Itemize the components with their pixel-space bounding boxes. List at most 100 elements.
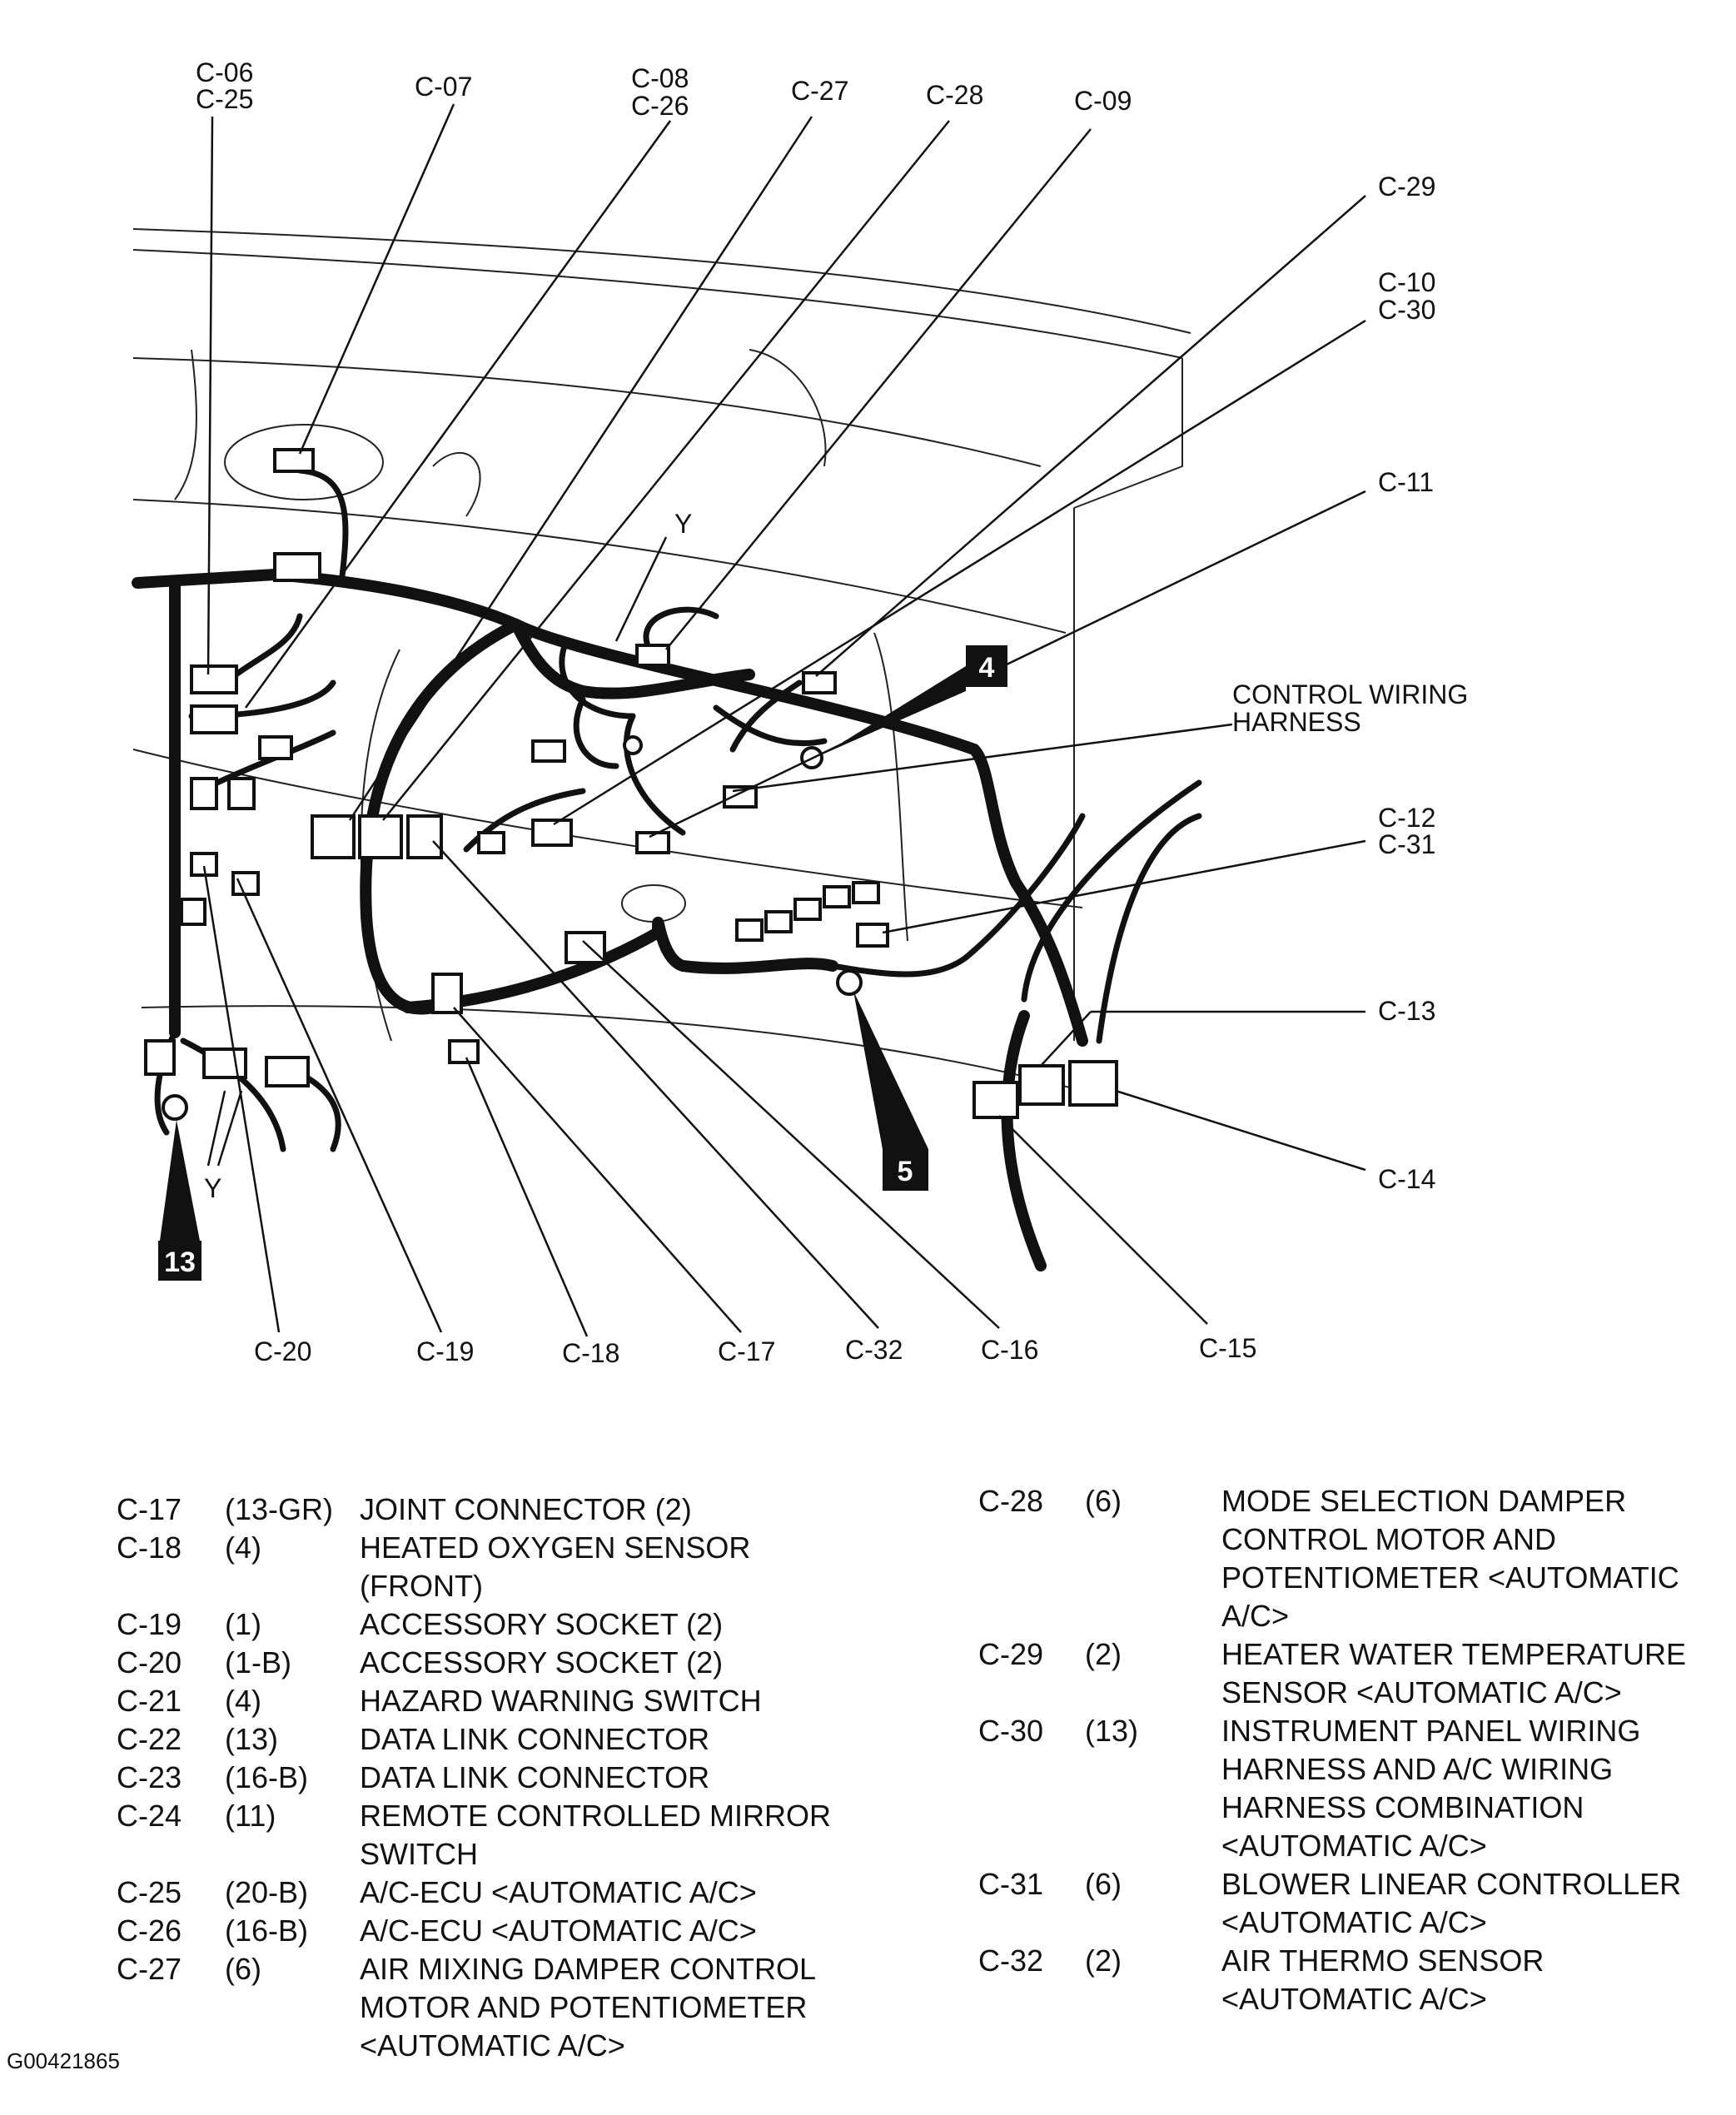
connector-description: HEATER WATER TEMPERATURE SENSOR <AUTOMAT… xyxy=(1221,1637,1687,1709)
legend-row: C-19 (1) ACCESSORY SOCKET (2) xyxy=(117,1605,883,1644)
connectors xyxy=(144,448,1118,1121)
label-c12: C-12 xyxy=(1378,803,1435,833)
pointer-4 xyxy=(824,666,966,754)
connector-description: AIR THERMO SENSOR <AUTOMATIC A/C> xyxy=(1221,1943,1544,2016)
pin-count: (1) xyxy=(225,1607,261,1641)
figure-id: G00421865 xyxy=(7,2048,120,2073)
label-c32: C-32 xyxy=(845,1335,903,1365)
legend-row: C-18 (4) HEATED OXYGEN SENSOR (FRONT) xyxy=(117,1529,883,1605)
legend-row: C-29 (2) HEATER WATER TEMPERATURE SENSOR <… xyxy=(978,1635,1719,1712)
label-c13: C-13 xyxy=(1378,996,1435,1026)
label-c18: C-18 xyxy=(562,1338,619,1368)
connector-description: HAZARD WARNING SWITCH xyxy=(360,1684,762,1718)
label-c15: C-15 xyxy=(1199,1333,1256,1363)
connector-code: C-21 xyxy=(117,1684,182,1718)
tag-13: 13 xyxy=(164,1247,196,1278)
pin-count: (16-B) xyxy=(225,1760,309,1794)
legend-row: C-31 (6) BLOWER LINEAR CONTROLLER <AUTOMAT… xyxy=(978,1865,1719,1942)
pin-count: (4) xyxy=(225,1530,261,1565)
connector-description: DATA LINK CONNECTOR xyxy=(360,1760,710,1794)
connector-description: INSTRUMENT PANEL WIRING HARNESS AND A/C … xyxy=(1221,1714,1641,1863)
harness-diagram: 4 5 13 C-06 C-25 C-07 C-08 C-26 C-27 C-2… xyxy=(132,57,1468,1368)
legend-row: C-30 (13) INSTRUMENT PANEL WIRING HARNESS … xyxy=(978,1712,1719,1865)
connector-code: C-23 xyxy=(117,1760,182,1794)
pointer-13 xyxy=(160,1120,200,1241)
label-c16: C-16 xyxy=(981,1335,1038,1365)
tag-13-box xyxy=(158,1241,201,1281)
connector-description: ACCESSORY SOCKET (2) xyxy=(360,1645,724,1680)
label-c08: C-08 xyxy=(631,63,689,93)
connector-code: C-17 xyxy=(117,1492,182,1526)
label-c25: C-25 xyxy=(196,84,253,114)
connector-description: REMOTE CONTROLLED MIRROR SWITCH xyxy=(360,1799,832,1871)
label-c29: C-29 xyxy=(1378,172,1435,202)
connector-code: C-31 xyxy=(978,1867,1044,1901)
label-c27: C-27 xyxy=(791,76,848,106)
connector-code: C-20 xyxy=(117,1645,182,1680)
connector-code: C-30 xyxy=(978,1714,1044,1748)
legend-row: C-26(16-B)A/C-ECU <AUTOMATIC A/C> xyxy=(117,1912,883,1950)
label-c09: C-09 xyxy=(1074,86,1132,116)
connector-description: ACCESSORY SOCKET (2) xyxy=(360,1607,724,1641)
legend-row: C-27(6)AIR MIXING DAMPER CONTROL MOTOR A… xyxy=(117,1950,883,2065)
label-y-top: Y xyxy=(674,509,692,539)
label-control-harness-1: CONTROL WIRING xyxy=(1232,679,1468,709)
pin-count: (13) xyxy=(225,1722,279,1756)
label-c20: C-20 xyxy=(254,1336,311,1366)
label-c31: C-31 xyxy=(1378,829,1435,859)
pin-count: (16-B) xyxy=(225,1913,309,1948)
connector-code: C-24 xyxy=(117,1799,182,1833)
pin-count: (6) xyxy=(225,1952,261,1986)
pin-count: (20-B) xyxy=(225,1875,309,1909)
legend-row: C-20 (1-B) ACCESSORY SOCKET (2) xyxy=(117,1644,883,1682)
legend-row: C-24(11)REMOTE CONTROLLED MIRROR SWITCH xyxy=(117,1797,883,1874)
connector-description: AIR MIXING DAMPER CONTROL MOTOR AND POTE… xyxy=(360,1952,817,2063)
connector-code: C-22 xyxy=(117,1722,182,1756)
connector-description: BLOWER LINEAR CONTROLLER <AUTOMATIC A/C> xyxy=(1221,1867,1682,1939)
connector-description: A/C-ECU <AUTOMATIC A/C> xyxy=(360,1913,757,1948)
label-c28: C-28 xyxy=(926,80,983,110)
tag-4: 4 xyxy=(979,652,995,684)
pointer-tags: 4 5 13 xyxy=(158,645,1007,1281)
pin-count: (13-GR) xyxy=(225,1492,334,1526)
connector-code: C-25 xyxy=(117,1875,182,1909)
pin-count: (13) xyxy=(1085,1714,1139,1748)
connector-code: C-29 xyxy=(978,1637,1044,1671)
connector-description: JOINT CONNECTOR (2) xyxy=(360,1492,692,1526)
tag-5-box xyxy=(883,1149,928,1191)
legend-left: C-17 (13-GR) JOINT CONNECTOR (2) C-18 (4) HEA… xyxy=(117,1490,883,2065)
pin-count: (1-B) xyxy=(225,1645,291,1680)
pin-count: (4) xyxy=(225,1684,261,1718)
label-c30: C-30 xyxy=(1378,295,1435,325)
wiring-harness xyxy=(132,568,1088,1271)
label-control-harness-2: HARNESS xyxy=(1232,707,1361,737)
connector-code: C-18 xyxy=(117,1530,182,1565)
connector-description: MODE SELECTION DAMPER CONTROL MOTOR AND … xyxy=(1221,1484,1679,1633)
tag-4-box xyxy=(966,645,1007,687)
legend-row: C-21 (4) HAZARD WARNING SWITCH xyxy=(117,1682,883,1720)
connector-code: C-28 xyxy=(978,1484,1044,1518)
label-c06: C-06 xyxy=(196,57,253,87)
leader-lines xyxy=(202,103,1366,1337)
pointer-5 xyxy=(853,991,928,1149)
legend-row: C-28 (6) MODE SELECTION DAMPER CONTROL MOT… xyxy=(978,1482,1719,1635)
callout-labels: C-06 C-25 C-07 C-08 C-26 C-27 C-28 C-09 … xyxy=(196,57,1468,1368)
legend-row: C-23 (16-B) DATA LINK CONNECTOR xyxy=(117,1759,883,1797)
label-c17: C-17 xyxy=(718,1336,775,1366)
label-c10: C-10 xyxy=(1378,267,1435,297)
pin-count: (2) xyxy=(1085,1637,1122,1671)
legend-right: C-28 (6) MODE SELECTION DAMPER CONTROL MOT… xyxy=(978,1482,1719,2018)
label-c26: C-26 xyxy=(631,91,689,121)
connector-description: HEATED OXYGEN SENSOR (FRONT) xyxy=(360,1530,751,1603)
connector-code: C-19 xyxy=(117,1607,182,1641)
dashboard-outline xyxy=(132,228,1191,1092)
label-c11: C-11 xyxy=(1378,467,1434,497)
pin-count: (6) xyxy=(1085,1867,1122,1901)
tag-5: 5 xyxy=(898,1156,913,1187)
connector-description: DATA LINK CONNECTOR xyxy=(360,1722,710,1756)
pin-count: (6) xyxy=(1085,1484,1122,1518)
connector-code: C-32 xyxy=(978,1943,1044,1978)
legend-row: C-32(2)AIR THERMO SENSOR <AUTOMATIC A/C> xyxy=(978,1942,1719,2018)
legend-row: C-17 (13-GR) JOINT CONNECTOR (2) xyxy=(117,1490,883,1529)
legend-row: C-25(20-B)A/C-ECU <AUTOMATIC A/C> xyxy=(117,1874,883,1912)
